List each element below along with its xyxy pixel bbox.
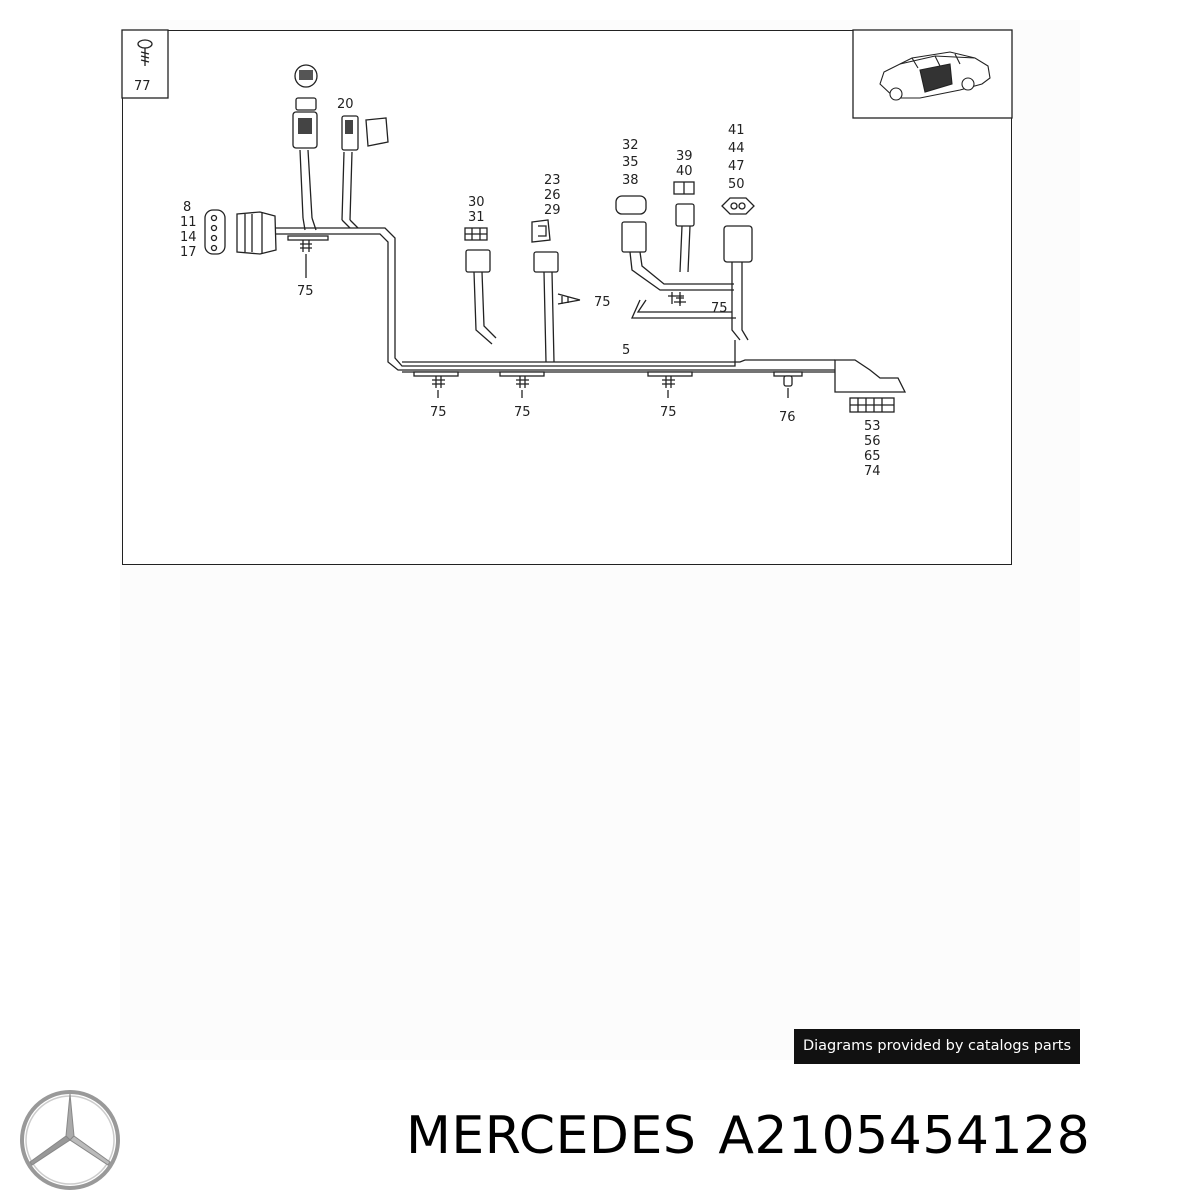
clip-mid (557, 293, 581, 305)
label-30: 30 (468, 195, 485, 210)
label-11: 11 (180, 215, 197, 230)
label-39: 39 (676, 149, 693, 164)
diagram-frame (122, 30, 1012, 565)
label-clip-b2: 75 (514, 405, 531, 420)
label-clip-left: 75 (297, 284, 314, 299)
label-26: 26 (544, 188, 561, 203)
connector-41-44-47-50 (721, 197, 755, 341)
connector-32-35-38 (615, 195, 720, 291)
label-76: 76 (779, 410, 796, 425)
label-29: 29 (544, 203, 561, 218)
clip-bottom-3 (647, 371, 693, 398)
label-clip-mid: 75 (594, 295, 611, 310)
label-56: 56 (864, 434, 881, 449)
connector-30-31 (464, 227, 497, 345)
screw-box (121, 29, 169, 99)
label-40: 40 (676, 164, 693, 179)
page-title: MERCEDES A2105454128 (406, 1106, 1090, 1166)
connector-39-40 (673, 181, 695, 273)
label-32: 32 (622, 138, 639, 153)
connector-end (849, 397, 895, 413)
label-17: 17 (180, 245, 197, 260)
label-14: 14 (180, 230, 197, 245)
label-harness: 5 (622, 343, 630, 358)
connector-23-26-29 (531, 219, 559, 363)
label-31: 31 (468, 210, 485, 225)
branch-right (630, 283, 736, 319)
mercedes-star-icon (20, 1090, 120, 1190)
label-47: 47 (728, 159, 745, 174)
label-clip-right: 75 (711, 301, 728, 316)
label-38: 38 (622, 173, 639, 188)
clip-right (674, 297, 686, 306)
label-74: 74 (864, 464, 881, 479)
stud (773, 371, 803, 398)
part-number: A2105454128 (718, 1106, 1091, 1166)
label-65: 65 (864, 449, 881, 464)
credit-banner: Diagrams provided by catalogs parts (794, 1029, 1080, 1064)
brand-name: MERCEDES (406, 1106, 697, 1166)
label-20: 20 (337, 97, 354, 112)
clip-bottom-2 (499, 371, 545, 398)
label-53: 53 (864, 419, 881, 434)
label-clip-b3: 75 (660, 405, 677, 420)
clip-left (287, 235, 329, 278)
label-23: 23 (544, 173, 561, 188)
label-41: 41 (728, 123, 745, 138)
clip-bottom-1 (413, 371, 459, 398)
label-44: 44 (728, 141, 745, 156)
connector-top (292, 64, 389, 221)
connector-left (204, 209, 277, 255)
label-35: 35 (622, 155, 639, 170)
screw-icon (137, 39, 153, 66)
label-8: 8 (183, 200, 191, 215)
vehicle-box (852, 29, 1013, 119)
label-clip-b1: 75 (430, 405, 447, 420)
label-77: 77 (134, 79, 151, 94)
harness-trunk (276, 217, 907, 393)
label-50: 50 (728, 177, 745, 192)
car-icon (879, 51, 991, 101)
